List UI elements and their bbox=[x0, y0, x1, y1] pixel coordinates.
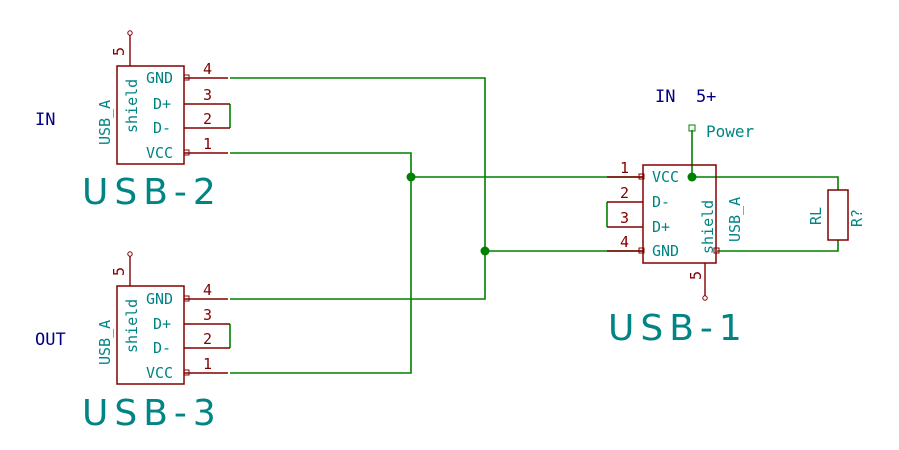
usb1-shield-text: shield bbox=[699, 200, 717, 254]
usb3-pin-number: 4 bbox=[203, 281, 212, 299]
usb2-shield-pin-number: 5 bbox=[110, 47, 128, 56]
usb3-pin-name: D+ bbox=[153, 315, 171, 333]
wires bbox=[229, 77, 839, 374]
resistor-body bbox=[827, 189, 849, 241]
usb2-shield-text: shield bbox=[123, 79, 141, 133]
resistor-value: RL bbox=[807, 207, 825, 225]
usb3-shield-pin-end bbox=[127, 251, 133, 257]
usb2-pin-number: 2 bbox=[203, 110, 212, 128]
usb2-pin-name: GND bbox=[146, 69, 173, 87]
junction-gnd bbox=[480, 246, 490, 256]
wire-usb2-gnd bbox=[230, 77, 486, 251]
usb2-pin-number: 3 bbox=[203, 86, 212, 104]
usb2-pin-end bbox=[183, 74, 190, 81]
label-out: OUT bbox=[35, 330, 66, 350]
usb1-pin-name: D+ bbox=[652, 218, 670, 236]
usb2-reference: USB-2 bbox=[82, 172, 222, 213]
usb1-shield-end bbox=[713, 247, 720, 254]
usb1-body bbox=[642, 164, 717, 264]
usb3-pin-name: D- bbox=[153, 339, 171, 357]
usb3-pin-number: 3 bbox=[203, 306, 212, 324]
usb2-connector: 5 USB_A shield GND D+ D- VCC 4 3 2 1 USB… bbox=[82, 30, 230, 213]
usb1-pin-number: 2 bbox=[620, 184, 629, 202]
usb1-pin-name: VCC bbox=[652, 168, 679, 186]
wire-usb3-vcc bbox=[230, 177, 412, 374]
resistor-reference: R? bbox=[848, 209, 866, 227]
wire-vcc-resistor bbox=[692, 176, 839, 190]
usb3-connector: 5 USB_A shield GND D+ D- VCC 4 3 2 1 USB… bbox=[82, 251, 230, 434]
usb2-pin-name: D- bbox=[153, 119, 171, 137]
junction-power bbox=[687, 172, 697, 182]
usb3-pin-end bbox=[183, 369, 190, 376]
wire-usb3-gnd bbox=[230, 251, 486, 300]
usb2-pin-name: D+ bbox=[153, 95, 171, 113]
usb2-pin-number: 1 bbox=[203, 135, 212, 153]
junction-vcc bbox=[406, 172, 416, 182]
label-power-in: IN 5+ bbox=[655, 87, 716, 107]
resistor-rl: RL R? bbox=[807, 189, 866, 241]
usb1-pin-end bbox=[638, 173, 645, 180]
usb1-shield-pin-number: 5 bbox=[687, 271, 705, 280]
usb1-reference: USB-1 bbox=[608, 308, 748, 349]
usb1-pin-number: 1 bbox=[620, 159, 629, 177]
wire-usb2-vcc bbox=[230, 152, 412, 177]
usb2-pin-name: VCC bbox=[146, 144, 173, 162]
usb1-value: USB_A bbox=[726, 197, 744, 242]
usb1-pin-end bbox=[638, 247, 645, 254]
power-flag-marker bbox=[688, 124, 696, 132]
usb2-value: USB_A bbox=[96, 100, 114, 145]
usb3-pin-number: 1 bbox=[203, 355, 212, 373]
usb1-connector: 5 shield USB_A VCC D- D+ GND 1 2 3 4 USB… bbox=[607, 159, 748, 349]
usb3-shield-text: shield bbox=[123, 299, 141, 353]
usb1-pin-number: 4 bbox=[620, 233, 629, 251]
usb3-pin-number: 2 bbox=[203, 330, 212, 348]
label-in: IN bbox=[35, 110, 55, 130]
usb2-body bbox=[116, 65, 185, 165]
usb3-reference: USB-3 bbox=[82, 393, 222, 434]
usb1-shield-pin-end bbox=[702, 295, 708, 301]
wire-usb1-resistor bbox=[717, 240, 839, 252]
usb3-pin-end bbox=[183, 295, 190, 302]
usb3-body bbox=[116, 285, 185, 385]
usb1-pin-name: GND bbox=[652, 242, 679, 260]
usb3-value: USB_A bbox=[96, 320, 114, 365]
usb2-shield-pin-end bbox=[127, 30, 133, 36]
usb1-pin-number: 3 bbox=[620, 209, 629, 227]
power-flag-label: Power bbox=[706, 122, 755, 141]
usb3-shield-pin-number: 5 bbox=[110, 267, 128, 276]
usb3-pin-name: GND bbox=[146, 290, 173, 308]
usb3-pin-name: VCC bbox=[146, 364, 173, 382]
usb2-pin-end bbox=[183, 149, 190, 156]
usb2-pin-number: 4 bbox=[203, 60, 212, 78]
usb1-pin-name: D- bbox=[652, 193, 670, 211]
